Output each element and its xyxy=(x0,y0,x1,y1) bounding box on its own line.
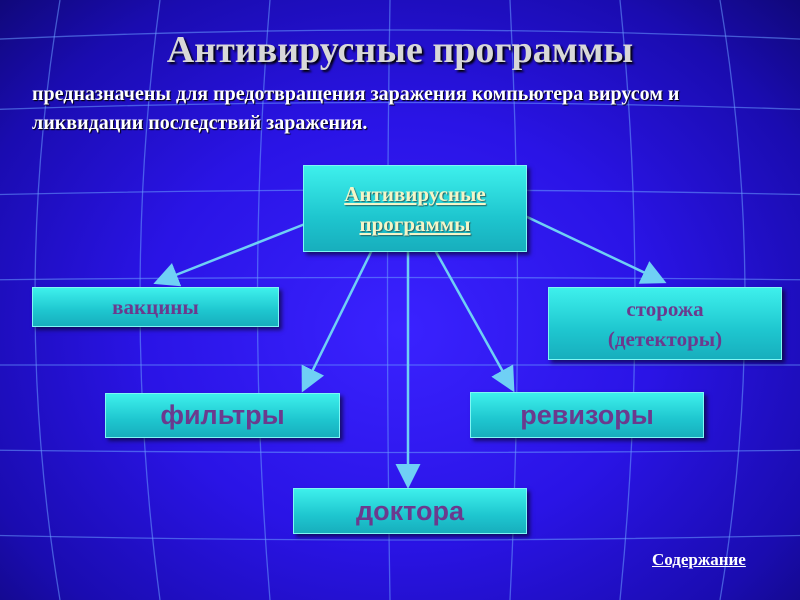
node-vaccines-label: вакцины xyxy=(112,294,199,319)
node-watchdogs: сторожа (детекторы) xyxy=(548,287,782,360)
node-watchdogs-line1: сторожа xyxy=(626,296,704,321)
diagram-arrows xyxy=(153,214,667,489)
arrow-to-auditors xyxy=(433,249,515,393)
root-node-line1: Антивирусные xyxy=(344,181,486,206)
node-auditors-label: ревизоры xyxy=(520,399,654,430)
node-filters: фильтры xyxy=(105,393,340,438)
node-doctors-label: доктора xyxy=(355,495,464,526)
arrow-to-watchdogs xyxy=(524,214,667,284)
node-watchdogs-line2: (детекторы) xyxy=(607,326,723,351)
node-doctors: доктора xyxy=(293,488,527,534)
node-auditors: ревизоры xyxy=(470,392,704,438)
arrow-to-filters xyxy=(301,249,374,393)
node-vaccines: вакцины xyxy=(32,287,279,327)
slide-title: Антивирусные программы xyxy=(166,29,634,71)
root-node-antivirus-programs[interactable]: Антивирусные программы xyxy=(303,165,527,252)
slide-subtitle: предназначены для предотвращения заражен… xyxy=(32,83,680,134)
contents-link[interactable]: Содержание xyxy=(652,550,746,569)
arrow-to-vaccines xyxy=(153,222,306,287)
node-filters-label: фильтры xyxy=(160,400,285,430)
root-node-line2: программы xyxy=(359,211,471,236)
